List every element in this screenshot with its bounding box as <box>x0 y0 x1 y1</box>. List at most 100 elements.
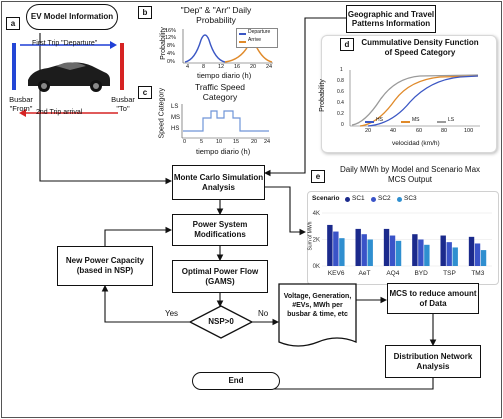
panel-c-ytick-2: HS <box>171 126 180 132</box>
departure-curve <box>184 34 226 63</box>
panel-d-ytick-1: 0.8 <box>337 78 344 84</box>
panel-e-tag: e <box>311 170 325 183</box>
panel-e-xtick-AeT: AeT <box>359 270 371 277</box>
yes-label: Yes <box>165 309 179 318</box>
panel-b-legend: Departure Arrive <box>236 28 278 48</box>
panel-d-xtick-3: 80 <box>441 128 448 134</box>
panel-d-xlabel: velocidad (km/h) <box>392 140 440 147</box>
panel-d-title: Cummulative Density Function of Speed Ca… <box>361 38 479 57</box>
panel-b-xlabel: tiempo diario (h) <box>197 71 252 80</box>
power-system-box: Power System Modifications <box>172 214 268 246</box>
end-terminal: End <box>192 372 280 390</box>
bar-AQ4-SC2 <box>389 235 396 266</box>
panel-b-xtick-3: 16 <box>234 64 241 70</box>
panel-c-ytick-1: MS <box>171 115 180 121</box>
panel-d-legend: HS MS LS <box>365 117 465 126</box>
panel-e-xtick-KEV6: KEV6 <box>328 270 345 277</box>
panel-d-tag: d <box>340 38 354 51</box>
bar-AQ4-SC3 <box>395 240 402 266</box>
panel-c-xtick-3: 15 <box>233 139 240 145</box>
busbar-to-bar <box>120 43 124 90</box>
bar-BYD-SC2 <box>418 239 424 266</box>
bar-KEV6-SC3 <box>339 238 345 266</box>
mcs-reduce-box: MCS to reduce amount of Data <box>387 283 479 314</box>
bar-TSP-SC1 <box>440 235 446 266</box>
panel-b-ytick-0: 16% <box>165 28 177 34</box>
new-capacity-box: New Power Capacity (based in NSP) <box>57 246 153 286</box>
panel-b-ytick-4: 0% <box>167 59 175 65</box>
panel-b-xtick-2: 12 <box>218 64 225 70</box>
first-trip-label: First Trip "Departure" <box>32 40 98 47</box>
panel-b-ytick-2: 8% <box>167 43 175 49</box>
bar-AQ4-SC1 <box>383 228 390 266</box>
panel-c-xtick-0: 0 <box>183 139 187 145</box>
panel-b-xtick-0: 4 <box>186 64 190 70</box>
panel-e-card <box>307 191 499 285</box>
bar-TSP-SC3 <box>452 247 458 266</box>
legend-arrive: Arrive <box>248 37 262 43</box>
panel-c-title: Traffic Speed Category <box>194 82 246 102</box>
bar-BYD-SC1 <box>412 234 418 266</box>
bar-TM3-SC3 <box>480 250 487 266</box>
panel-e-xtick-TM3: TM3 <box>471 270 484 277</box>
panel-d-xtick-1: 40 <box>390 128 397 134</box>
speed-category-step <box>183 110 269 132</box>
legend-departure: Departure <box>248 29 271 35</box>
panel-d-ytick-5: 0 <box>341 122 344 128</box>
bar-TM3-SC1 <box>468 236 475 266</box>
bar-KEV6-SC1 <box>327 224 333 266</box>
geo-info-box: Geographic and Travel Patterns Informati… <box>346 5 436 33</box>
legend-ms: MS <box>412 117 420 123</box>
decision-label: NSP>0 <box>208 317 234 326</box>
panel-e-xtick-AQ4: AQ4 <box>386 270 399 277</box>
panel-d-ytick-3: 0.4 <box>337 100 344 106</box>
arrow-monte-carlo-to-chart <box>265 186 307 236</box>
legend-label-SC2: SC2 <box>378 195 391 202</box>
panel-d-card <box>321 35 497 153</box>
busbar-from-label: Busbar "From" <box>9 95 33 113</box>
panel-b-ytick-1: 12% <box>165 35 177 41</box>
arrow-decision-yes <box>101 284 190 323</box>
panel-c-xtick-1: 5 <box>200 139 204 145</box>
panel-d-ytick-4: 0.2 <box>337 111 344 117</box>
cdf-curve-ls <box>351 74 479 126</box>
panel-a-tag: a <box>6 17 20 30</box>
arrow-geo-to-monte-carlo <box>263 17 346 177</box>
legend-dot-SC3 <box>397 197 402 202</box>
panel-b-title: "Dep" & "Arr" Daily Probability <box>180 5 252 25</box>
second-trip-label: 2nd Trip arrival <box>36 109 83 116</box>
opf-box: Optimal Power Flow (GAMS) <box>172 260 268 293</box>
panel-b-tag: b <box>138 6 152 19</box>
bar-AeT-SC3 <box>367 239 373 266</box>
bar-KEV6-SC2 <box>333 231 339 266</box>
ev-model-title: EV Model Information <box>26 4 118 30</box>
legend-dot-SC1 <box>345 197 350 202</box>
cdf-curve-hs <box>367 75 479 127</box>
busbar-to-label: Busbar "To" <box>111 95 135 113</box>
panel-b-xtick-5: 24 <box>266 64 273 70</box>
panel-b-xtick-4: 20 <box>250 64 257 70</box>
bar-TM3-SC2 <box>474 243 481 266</box>
panel-d-xtick-0: 20 <box>365 128 372 134</box>
busbar-from-bar <box>12 43 16 90</box>
distribution-box: Distribution Network Analysis <box>385 345 481 378</box>
legend-hs: HS <box>376 117 383 123</box>
panel-e-title: Daily MWh by Model and Scenario Max MCS … <box>339 165 481 184</box>
panel-c-ytick-0: LS <box>171 104 179 110</box>
panel-b-xtick-1: 8 <box>202 64 206 70</box>
panel-c-xtick-4: 20 <box>251 139 258 145</box>
bar-TSP-SC2 <box>446 242 452 266</box>
arrow-capacity-to-psm <box>104 226 173 246</box>
panel-c-tag: c <box>138 86 152 99</box>
panel-d-xtick-4: 100 <box>464 128 474 134</box>
panel-e-ytick: 0K <box>313 264 320 270</box>
panel-d-ytick-0: 1 <box>340 67 343 73</box>
panel-d-ytick-2: 0.6 <box>337 89 344 95</box>
panel-e-xtick-BYD: BYD <box>414 270 428 277</box>
